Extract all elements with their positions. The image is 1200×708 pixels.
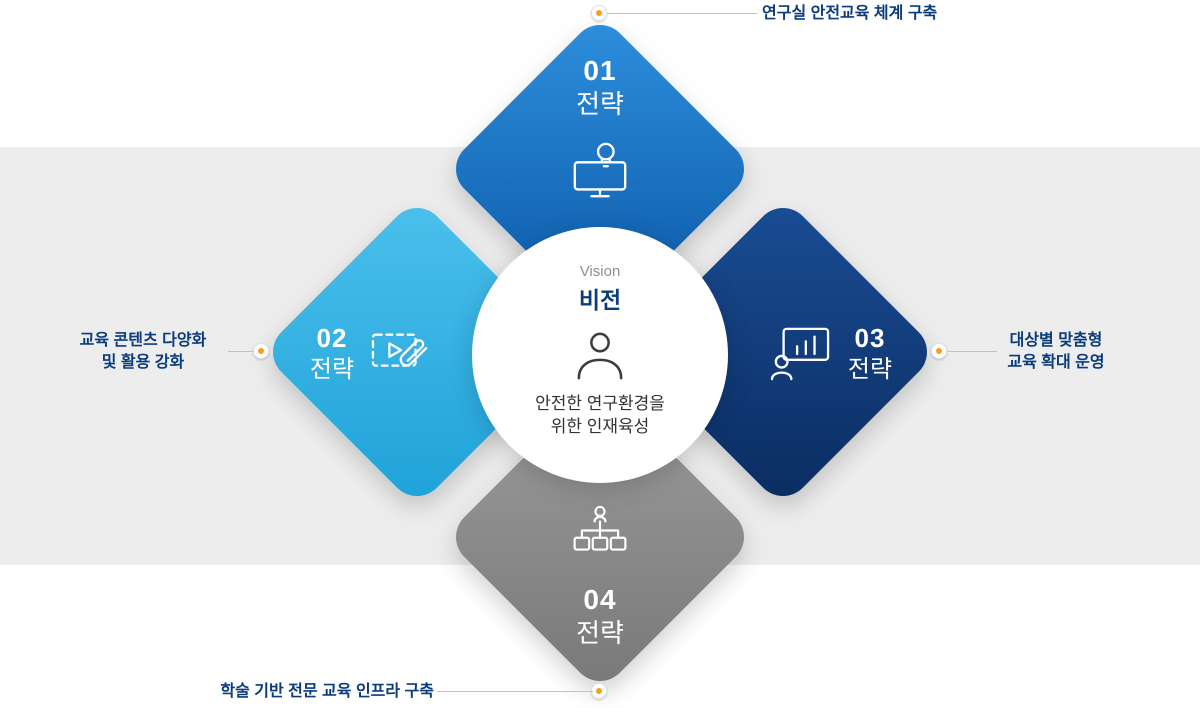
presenter-chart-icon bbox=[770, 325, 832, 383]
strategy-03-label: 전략 bbox=[847, 355, 893, 383]
org-chart-icon bbox=[571, 505, 629, 556]
connector-line-strategy-01 bbox=[607, 13, 757, 14]
callout-strategy-01: 연구실 안전교육 체계 구축 bbox=[762, 5, 938, 22]
orange-dot-icon bbox=[936, 348, 942, 354]
callout-strategy-02: 교육 콘텐츠 다양화 및 활용 강화 bbox=[58, 330, 228, 374]
connector-dot-strategy-04 bbox=[591, 683, 607, 699]
orange-dot-icon bbox=[596, 10, 602, 16]
vision-circle: Vision 비전 안전한 연구환경을 위한 인재육성 bbox=[472, 227, 728, 483]
strategy-03-number: 03 bbox=[854, 323, 886, 354]
strategy-02-label: 전략 bbox=[309, 355, 355, 383]
vision-label-ko: 비전 bbox=[578, 287, 622, 313]
orange-dot-icon bbox=[596, 688, 602, 694]
vision-label-en: Vision bbox=[579, 263, 621, 280]
orange-dot-icon bbox=[258, 348, 264, 354]
connector-line-strategy-03 bbox=[947, 351, 997, 352]
callout-strategy-03: 대상별 맞춤형 교육 확대 운영 bbox=[998, 330, 1114, 374]
strategy-02-number: 02 bbox=[316, 323, 348, 354]
strategy-01-label: 전략 bbox=[576, 88, 624, 119]
person-icon bbox=[573, 332, 627, 382]
connector-line-strategy-04 bbox=[437, 691, 593, 692]
strategy-04-content: 04 전략 bbox=[510, 505, 690, 649]
strategy-04-label: 전략 bbox=[576, 617, 624, 648]
monitor-idea-icon bbox=[567, 140, 633, 202]
connector-dot-strategy-03 bbox=[931, 343, 947, 359]
strategy-04-number: 04 bbox=[583, 584, 617, 615]
strategy-02-content: 02 전략 bbox=[288, 315, 454, 393]
strategy-01-content: 01 전략 bbox=[510, 54, 690, 207]
strategy-03-content: 03 전략 bbox=[748, 315, 914, 393]
vision-statement-line2: 위한 인재육성 bbox=[550, 417, 650, 436]
connector-dot-strategy-01 bbox=[591, 5, 607, 21]
callout-strategy-04: 학술 기반 전문 교육 인프라 구축 bbox=[220, 683, 434, 700]
vision-statement: 안전한 연구환경을 위한 인재육성 bbox=[535, 392, 665, 438]
callout-strategy-03-line2: 교육 확대 운영 bbox=[1007, 354, 1105, 371]
callout-strategy-03-line1: 대상별 맞춤형 bbox=[1009, 332, 1103, 349]
connector-dot-strategy-02 bbox=[253, 343, 269, 359]
strategy-03-text: 03 전략 bbox=[848, 323, 892, 384]
callout-strategy-02-line2: 및 활용 강화 bbox=[101, 354, 185, 371]
strategy-01-number: 01 bbox=[583, 55, 617, 86]
vision-statement-line1: 안전한 연구환경을 bbox=[535, 394, 665, 413]
strategy-02-text: 02 전략 bbox=[310, 323, 354, 384]
connector-line-strategy-02 bbox=[228, 351, 254, 352]
media-attachment-icon bbox=[370, 325, 432, 383]
callout-strategy-02-line1: 교육 콘텐츠 다양화 bbox=[79, 332, 207, 349]
